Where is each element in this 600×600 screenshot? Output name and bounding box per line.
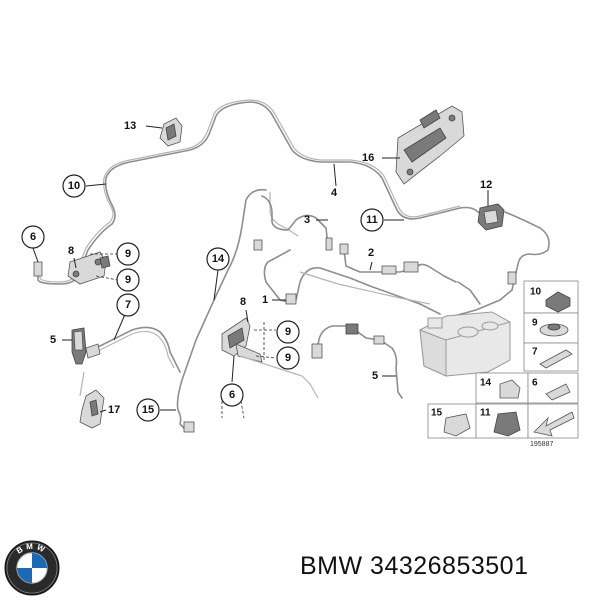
brake-pipe-12-right (504, 211, 550, 291)
clip-13 (159, 117, 183, 147)
callout-6-left: 6 (30, 231, 36, 243)
callout-7: 7 (125, 299, 131, 311)
callout-5-left: 5 (50, 334, 56, 346)
callout-circle-6-left (21, 225, 45, 249)
callout-circle-15 (136, 398, 160, 422)
callout-4: 4 (331, 187, 338, 199)
callout-13: 13 (124, 120, 136, 132)
legend-cell-7 (523, 342, 579, 372)
brake-pipe-1b (295, 266, 421, 305)
legend-label-11: 11 (480, 408, 491, 419)
callout-1: 1 (262, 294, 268, 306)
callout-8-center: 8 (240, 296, 246, 308)
parts-legend: 10 9 7 14 6 15 11 195887 (427, 280, 579, 448)
legend-part-15 (443, 413, 471, 437)
legend-label-14: 14 (480, 378, 492, 389)
legend-part-11 (493, 411, 521, 437)
brake-pipe-to-abs (453, 289, 513, 317)
callout-circle-9d (276, 346, 300, 370)
callout-9b: 9 (125, 274, 131, 286)
legend-part-10 (545, 291, 571, 313)
callout-14: 14 (212, 253, 225, 265)
callout-9c: 9 (285, 326, 291, 338)
callout-17: 17 (108, 404, 120, 416)
brake-pipes (37, 99, 550, 431)
abs-unit (419, 311, 511, 377)
brake-pipe-1 (263, 249, 291, 303)
callout-12: 12 (480, 179, 492, 191)
legend-label-6: 6 (532, 378, 538, 389)
callout-9a: 9 (125, 248, 131, 260)
callout-circle-9a (116, 242, 140, 266)
callout-11: 11 (366, 214, 378, 226)
callout-3: 3 (304, 214, 310, 226)
leader-lines (32, 125, 489, 419)
brake-pipe-3 (261, 195, 329, 247)
legend-label-10: 10 (530, 287, 542, 298)
legend-part-14 (499, 379, 521, 399)
callout-15: 15 (142, 404, 154, 416)
callout-circle-9c (276, 320, 300, 344)
callout-circle-11 (360, 208, 384, 232)
brake-pipe-7 (95, 326, 181, 373)
bracket-16 (395, 105, 465, 185)
reference-number: 195887 (530, 441, 553, 448)
callout-circle-10 (62, 174, 86, 198)
legend-part-6 (545, 383, 571, 401)
callout-5-right: 5 (372, 370, 378, 382)
callout-9d: 9 (285, 352, 291, 364)
callout-10: 10 (68, 180, 80, 192)
brake-pipe-5-right (317, 325, 403, 399)
brake-pipe-14 (176, 188, 267, 431)
legend-label-7: 7 (532, 347, 538, 358)
callout-16: 16 (362, 152, 374, 164)
bmw-logo: BMW (4, 540, 60, 596)
pipe-fittings (183, 237, 517, 433)
callout-circle-6-center (220, 383, 244, 407)
callouts: 13 10 4 16 12 11 3 6 8 9 9 14 2 7 8 (21, 120, 492, 422)
callout-6-center: 6 (229, 389, 235, 401)
bracket-12 (477, 203, 505, 231)
legend-part-7 (539, 349, 573, 369)
part-number-label: BMW 34326853501 (300, 552, 529, 580)
callout-circle-7 (116, 293, 140, 317)
legend-cell-arrow (527, 403, 579, 439)
brake-pipe-2 (343, 249, 457, 283)
callout-8-left: 8 (68, 245, 74, 257)
legend-arrow-icon (533, 411, 575, 437)
callout-circle-9b (116, 268, 140, 292)
legend-label-15: 15 (431, 408, 443, 419)
callout-2: 2 (368, 247, 374, 259)
left-wheel-parts (33, 251, 111, 429)
legend-label-9: 9 (532, 318, 538, 329)
brake-pipe-10-4 (37, 101, 489, 285)
callout-circle-14 (206, 247, 230, 271)
center-bracket-parts (221, 317, 319, 399)
